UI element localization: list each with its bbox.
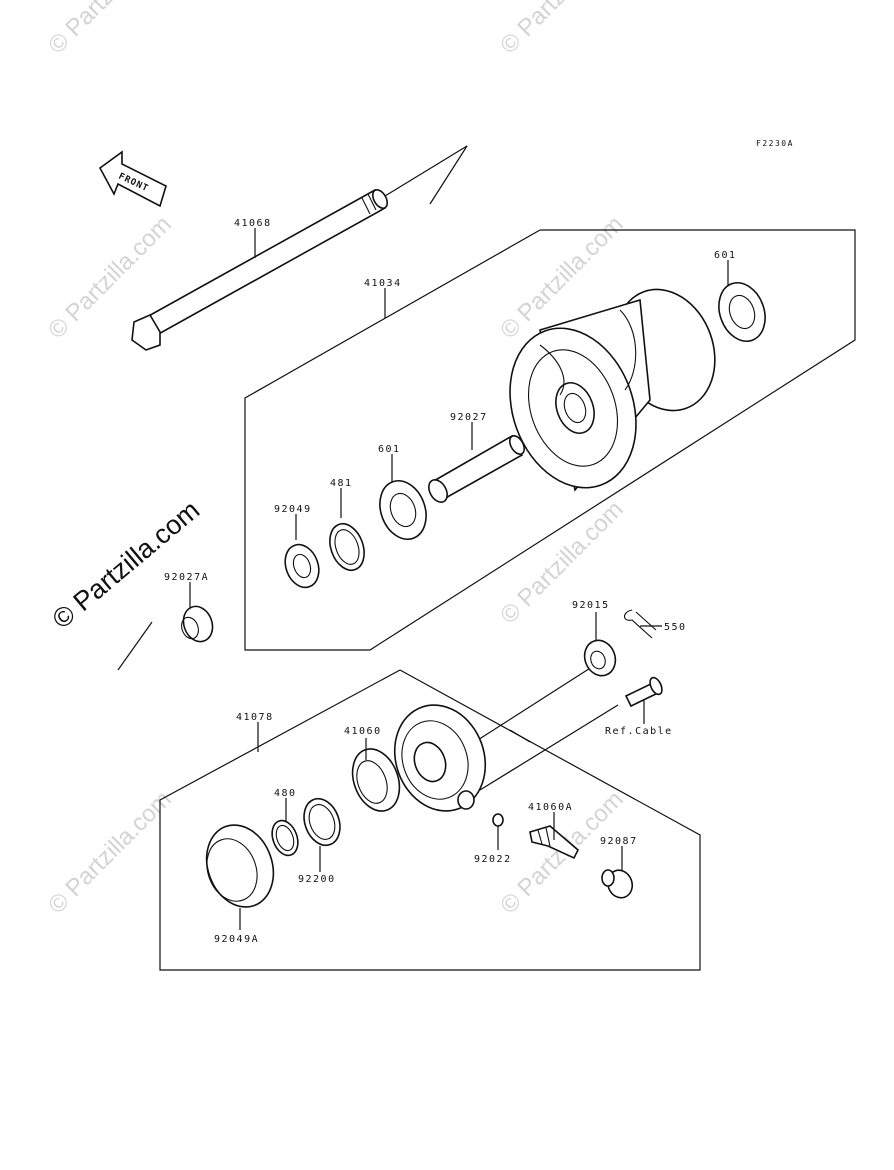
part-label-601-left: 601 (378, 444, 401, 455)
part-label-92200: 92200 (298, 874, 336, 885)
part-label-92027: 92027 (450, 412, 488, 423)
drum-seal-part (205, 824, 275, 908)
bearing-right-part (718, 282, 766, 342)
brake-drum-part (393, 704, 487, 812)
part-label-480: 480 (274, 788, 297, 799)
axle-axis-line (469, 664, 596, 746)
part-label-92049A: 92049A (214, 934, 259, 945)
part-label-601-right: 601 (714, 250, 737, 261)
part-label-481: 481 (330, 478, 353, 489)
diagram-code: F2230A (756, 139, 794, 148)
watermark: © Partzilla.com (495, 0, 628, 59)
part-label-92022: 92022 (474, 854, 512, 865)
bushing-part (601, 869, 634, 899)
axle-nut-part (583, 639, 617, 677)
drive-gear-part (351, 748, 401, 812)
watermark: © Partzilla.com (43, 0, 176, 59)
axle-part (131, 188, 389, 351)
washer-part (303, 797, 341, 847)
cotter-pin-part (623, 609, 657, 639)
drum-assembly-outline (159, 669, 701, 971)
axle-axis-line (509, 729, 531, 743)
axle-axis-line (429, 145, 468, 205)
part-label-41060: 41060 (344, 726, 382, 737)
watermark: © Partzilla.com (43, 786, 176, 919)
part-label-92015: 92015 (572, 600, 610, 611)
wheel-hub-part (509, 288, 716, 492)
circlip-part (329, 522, 365, 572)
part-label-92087: 92087 (600, 836, 638, 847)
part-label-92049: 92049 (274, 504, 312, 515)
small-nut-part (492, 813, 504, 827)
hub-assembly-outline (244, 229, 856, 651)
pinion-part (529, 825, 579, 860)
watermark-main: © Partzilla.com (47, 495, 206, 635)
snap-ring-part (271, 819, 299, 857)
oil-seal-part (284, 543, 320, 589)
spacer-tube-part (428, 434, 526, 503)
axle-axis-line (479, 704, 619, 791)
collar-part (181, 605, 214, 643)
cable-screw-part (624, 676, 663, 708)
part-label-550: 550 (664, 622, 687, 633)
part-label-41078: 41078 (236, 712, 274, 723)
part-label-41060A: 41060A (528, 802, 573, 813)
part-label-41034: 41034 (364, 278, 402, 289)
part-label-92027A: 92027A (164, 572, 209, 583)
front-arrow-icon: FRONT (98, 150, 167, 208)
bearing-left-part (379, 480, 427, 540)
part-label-41068: 41068 (234, 218, 272, 229)
axle-axis-line (117, 621, 153, 671)
axle-axis-line (384, 145, 468, 197)
ref-cable-label: Ref.Cable (605, 726, 673, 737)
